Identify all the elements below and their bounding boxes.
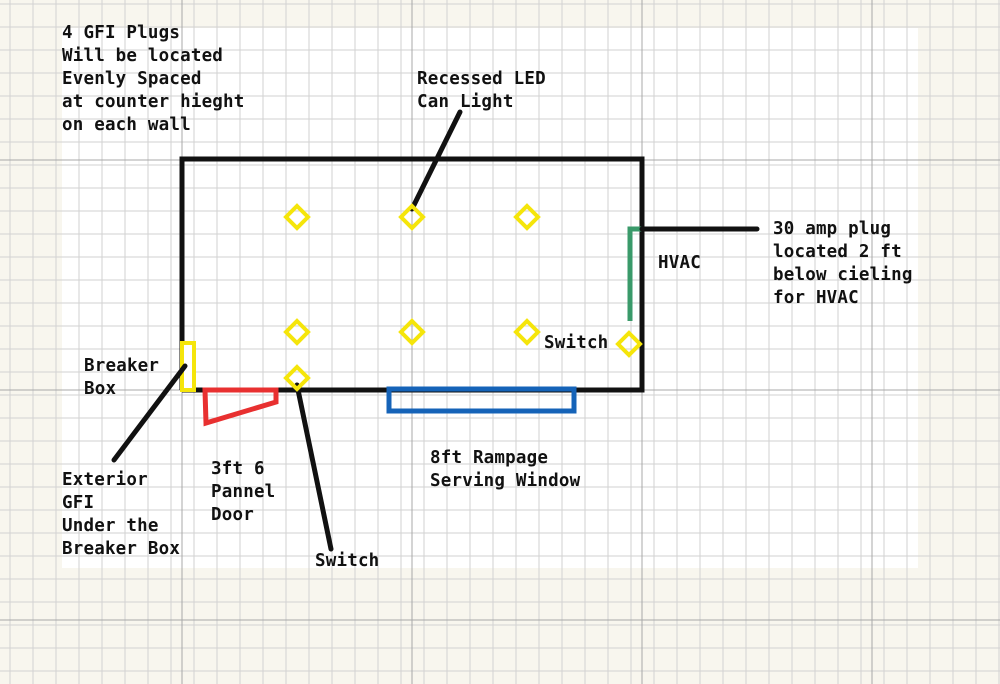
led-light-diamond-icon bbox=[283, 203, 311, 231]
led-light-diamond-icon bbox=[398, 203, 426, 231]
hvac-unit bbox=[627, 226, 642, 321]
amp-plug-note: 30 amp plug located 2 ft below cieling f… bbox=[773, 219, 913, 308]
led-light-diamond-icon bbox=[283, 318, 311, 346]
panel-door bbox=[202, 387, 279, 427]
exterior-gfi-label: Exterior GFI Under the Breaker Box bbox=[62, 470, 181, 559]
switch-diamond-icon bbox=[283, 364, 311, 392]
serving-window bbox=[386, 386, 577, 414]
led-light-diamond-icon bbox=[513, 203, 541, 231]
recessed-led-label: Recessed LED Can Light bbox=[417, 69, 546, 112]
door-label: 3ft 6 Pannel Door bbox=[211, 459, 276, 525]
switch-leader-line bbox=[294, 382, 334, 552]
breaker-box-label: Breaker Box bbox=[84, 356, 160, 399]
paper-area bbox=[62, 28, 918, 568]
led-light-diamond-icon bbox=[398, 318, 426, 346]
serving-window-label: 8ft Rampage Serving Window bbox=[430, 448, 581, 491]
hvac-label: HVAC bbox=[658, 253, 701, 273]
led-leader-line bbox=[409, 109, 463, 212]
exterior-gfi-leader-line bbox=[111, 363, 188, 463]
led-light-diamond-icon bbox=[513, 318, 541, 346]
switch-bottom-label: Switch bbox=[315, 551, 380, 571]
switch-right-label: Switch bbox=[544, 333, 609, 353]
gfi-plugs-note: 4 GFI Plugs Will be located Evenly Space… bbox=[62, 23, 245, 135]
switch-diamond-icon bbox=[615, 330, 643, 358]
